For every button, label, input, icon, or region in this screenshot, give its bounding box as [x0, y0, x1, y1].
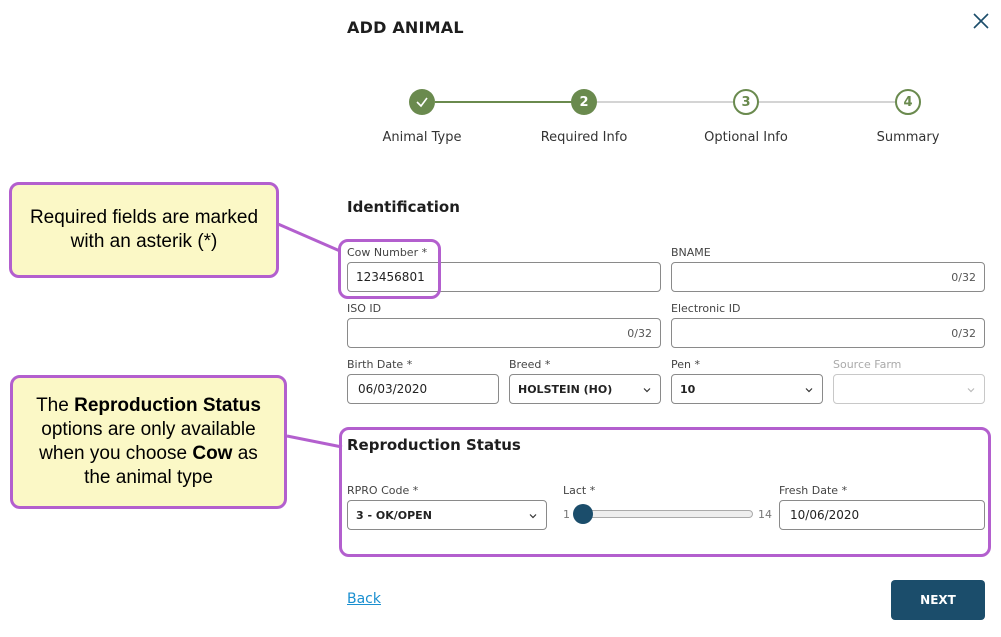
- step-connector: [759, 101, 895, 103]
- dialog-title: ADD ANIMAL: [347, 18, 464, 37]
- required-fields-callout: Required fields are marked with an aster…: [9, 182, 279, 278]
- birth-date-input[interactable]: 06/03/2020: [347, 374, 499, 404]
- fresh-date-label: Fresh Date *: [779, 484, 848, 497]
- lact-slider-handle[interactable]: [573, 504, 593, 524]
- fresh-date-input[interactable]: 10/06/2020: [779, 500, 985, 530]
- cow-number-highlight: [338, 239, 441, 299]
- cow-number-input[interactable]: 123456801: [347, 262, 661, 292]
- reproduction-status-callout: The Reproduction Status options are only…: [10, 375, 287, 509]
- birth-date-value: 06/03/2020: [358, 382, 428, 396]
- source-farm-select[interactable]: [833, 374, 985, 404]
- fresh-date-value: 10/06/2020: [790, 508, 860, 522]
- step-2-active[interactable]: 2: [571, 89, 597, 115]
- lact-max: 14: [758, 508, 772, 521]
- pen-select[interactable]: 10: [671, 374, 823, 404]
- breed-label: Breed *: [509, 358, 551, 371]
- pen-label: Pen *: [671, 358, 700, 371]
- breed-value: HOLSTEIN (HO): [518, 382, 613, 396]
- step-label-animal-type: Animal Type: [382, 130, 462, 145]
- reproduction-status-callout-text: The Reproduction Status options are only…: [25, 394, 272, 490]
- callout-text-part: as the animal type: [84, 443, 258, 488]
- back-link[interactable]: Back: [347, 591, 381, 607]
- callout-text-part: The: [36, 395, 75, 416]
- step-4[interactable]: 4: [895, 89, 921, 115]
- chevron-down-icon: [529, 514, 537, 519]
- iso-id-counter: 0/32: [627, 327, 652, 340]
- identification-heading: Identification: [347, 198, 460, 216]
- iso-id-label: ISO ID: [347, 302, 382, 315]
- chevron-down-icon: [967, 388, 975, 393]
- reproduction-status-heading: Reproduction Status: [347, 436, 521, 454]
- callout-bold-cow: Cow: [192, 443, 233, 464]
- bname-label: BNAME: [671, 246, 711, 259]
- step-connector-done: [435, 101, 572, 103]
- electronic-id-label: Electronic ID: [671, 302, 741, 315]
- chevron-down-icon: [805, 388, 813, 393]
- step-label-required-info: Required Info: [540, 130, 628, 145]
- reproduction-status-highlight: [339, 427, 991, 557]
- source-farm-label: Source Farm: [833, 358, 902, 371]
- cow-number-label: Cow Number *: [347, 246, 428, 259]
- bname-input[interactable]: 0/32: [671, 262, 985, 292]
- breed-select[interactable]: HOLSTEIN (HO): [509, 374, 661, 404]
- rpro-code-select[interactable]: 3 - OK/OPEN: [347, 500, 547, 530]
- rpro-code-value: 3 - OK/OPEN: [356, 508, 432, 522]
- chevron-down-icon: [643, 388, 651, 393]
- lact-label: Lact *: [563, 484, 596, 497]
- checkmark-icon: [416, 97, 428, 108]
- rpro-code-label: RPRO Code *: [347, 484, 419, 497]
- required-fields-callout-text: Required fields are marked with an aster…: [29, 207, 259, 252]
- electronic-id-counter: 0/32: [951, 327, 976, 340]
- pen-value: 10: [680, 382, 696, 396]
- next-button[interactable]: NEXT: [891, 580, 985, 620]
- callout-bold-reproduction-status: Reproduction Status: [74, 395, 261, 416]
- electronic-id-input[interactable]: 0/32: [671, 318, 985, 348]
- bname-counter: 0/32: [951, 271, 976, 284]
- lact-min: 1: [563, 508, 570, 521]
- iso-id-input[interactable]: 0/32: [347, 318, 661, 348]
- callout-text-part: options are only available when you choo…: [39, 419, 256, 464]
- step-3[interactable]: 3: [733, 89, 759, 115]
- step-label-optional-info: Optional Info: [704, 130, 788, 145]
- step-label-summary: Summary: [876, 130, 940, 145]
- step-1-complete[interactable]: [409, 89, 435, 115]
- step-connector: [597, 101, 733, 103]
- close-icon[interactable]: [970, 10, 992, 32]
- birth-date-label: Birth Date *: [347, 358, 413, 371]
- cow-number-value: 123456801: [356, 270, 425, 284]
